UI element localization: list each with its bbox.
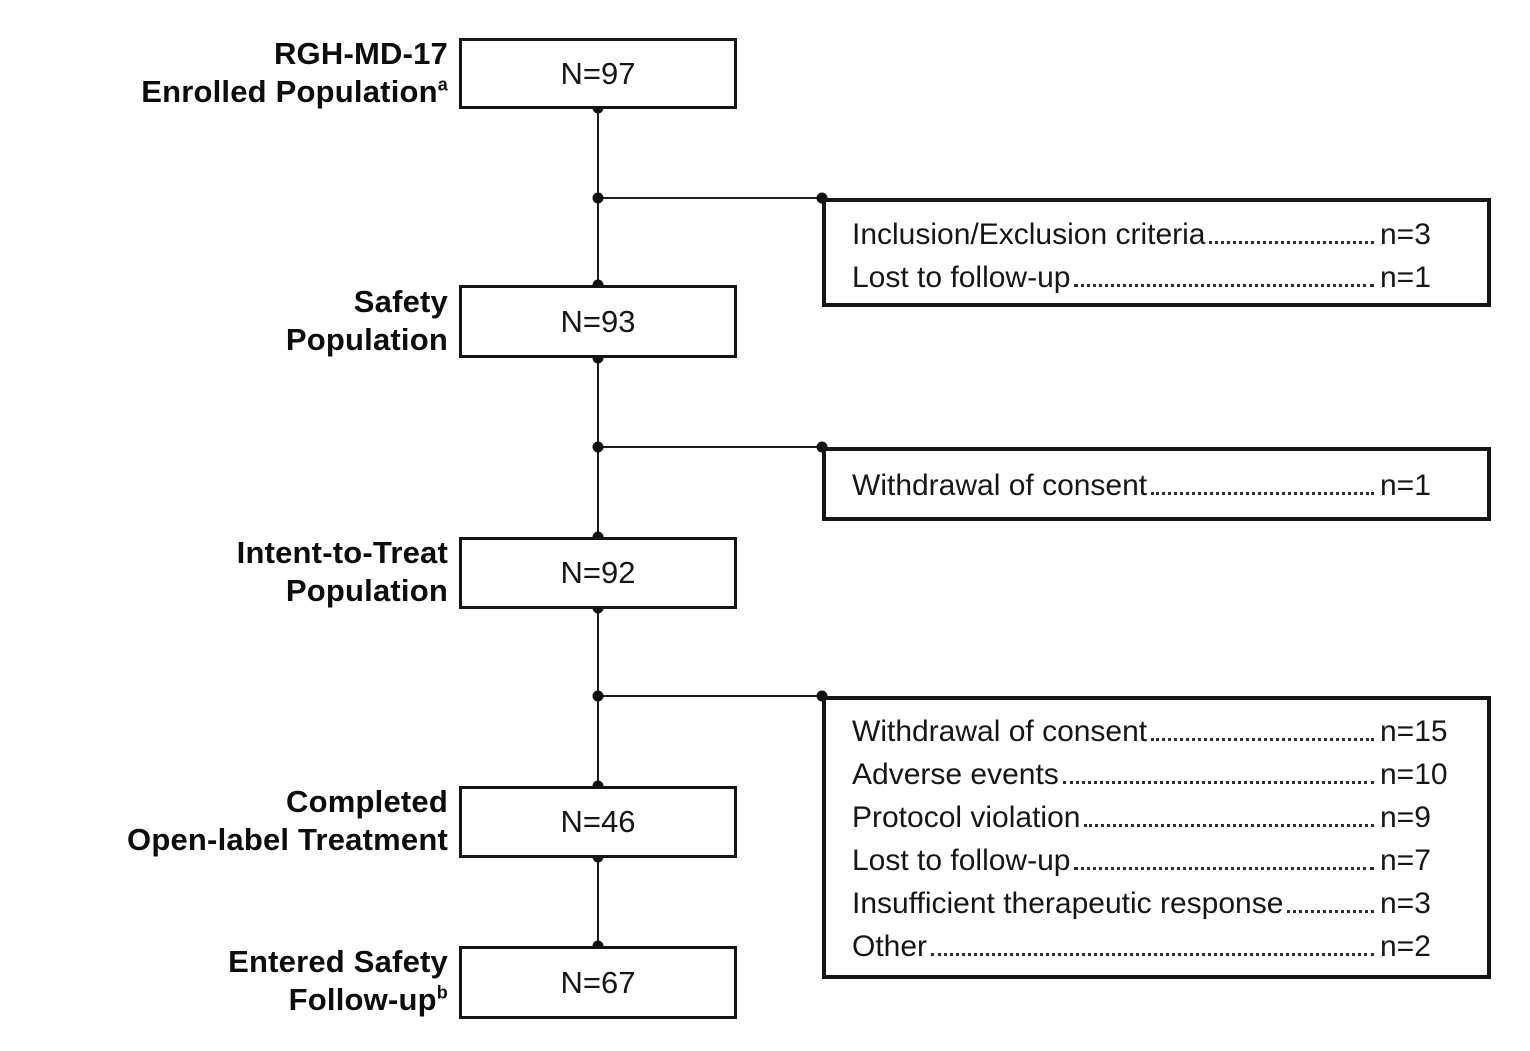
exclusion-item: Other n=2 (852, 925, 1452, 968)
node-label-line: Safety (40, 283, 448, 321)
label-text: Entered Safety (228, 944, 448, 979)
count-box-followup: N=67 (459, 946, 737, 1019)
exclusion-box-enrollment: Inclusion/Exclusion criteria n=3 Lost to… (822, 198, 1491, 307)
node-label-line: Completed (40, 783, 448, 821)
exclusion-count: n=9 (1380, 800, 1431, 834)
node-label-enrolled-population: RGH-MD-17 Enrolled Populationa (40, 35, 448, 111)
exclusion-item: Protocol violation n=9 (852, 796, 1452, 839)
connector-dot (592, 352, 604, 364)
node-label-line: Population (40, 572, 448, 610)
exclusion-item: Withdrawal of consent n=1 (852, 464, 1452, 507)
exclusion-count: n=7 (1380, 843, 1431, 877)
dotted-leader (1074, 283, 1374, 287)
exclusion-item: Lost to follow-up n=7 (852, 839, 1452, 882)
footnote-marker: a (437, 74, 448, 95)
count-value: N=92 (560, 555, 636, 590)
exclusion-count: n=1 (1380, 260, 1431, 294)
exclusion-item: Lost to follow-up n=1 (852, 256, 1452, 299)
exclusion-count: n=3 (1380, 886, 1431, 920)
dotted-leader (1151, 491, 1374, 495)
node-label-line: Open-label Treatment (40, 821, 448, 859)
exclusion-item: Adverse events n=10 (852, 753, 1452, 796)
label-text: Open-label Treatment (127, 822, 448, 857)
node-label-completed-treatment: Completed Open-label Treatment (40, 783, 448, 859)
exclusion-box-safety: Withdrawal of consent n=1 (822, 447, 1491, 521)
connector-hline (598, 446, 822, 448)
exclusion-count: n=3 (1380, 217, 1431, 251)
label-text: Safety (353, 284, 448, 319)
exclusion-count: n=15 (1380, 714, 1448, 748)
label-text: RGH-MD-17 (273, 36, 448, 71)
count-box-safety: N=93 (459, 285, 737, 358)
exclusion-count: n=1 (1380, 468, 1431, 502)
exclusion-label: Withdrawal of consent (852, 468, 1148, 502)
connector-hline (598, 695, 822, 697)
connector-dot (592, 192, 604, 204)
count-value: N=46 (560, 804, 636, 839)
label-text: Completed (286, 784, 448, 819)
connector-hline (598, 197, 822, 199)
label-text: Intent-to-Treat (236, 535, 448, 570)
footnote-marker: b (436, 982, 448, 1003)
node-label-line: RGH-MD-17 (40, 35, 448, 73)
dotted-leader (1287, 909, 1374, 913)
node-label-intent-to-treat: Intent-to-Treat Population (40, 534, 448, 610)
exclusion-box-treatment: Withdrawal of consent n=15 Adverse event… (822, 696, 1491, 979)
node-label-line: Enrolled Populationa (40, 73, 448, 111)
count-box-completed: N=46 (459, 786, 737, 858)
count-box-itt: N=92 (459, 537, 737, 609)
count-value: N=97 (560, 55, 636, 91)
exclusion-label: Inclusion/Exclusion criteria (852, 217, 1206, 251)
connector-vline (597, 857, 599, 946)
exclusion-label: Adverse events (852, 757, 1059, 791)
node-label-line: Intent-to-Treat (40, 534, 448, 572)
dotted-leader (1062, 780, 1374, 784)
node-label-line: Follow-upb (40, 981, 448, 1019)
count-box-enrolled: N=97 (459, 38, 737, 109)
exclusion-item: Withdrawal of consent n=15 (852, 710, 1452, 753)
exclusion-label: Withdrawal of consent (852, 714, 1148, 748)
label-text: Follow-up (288, 982, 437, 1017)
dotted-leader (931, 952, 1374, 956)
label-text: Enrolled Population (141, 74, 438, 109)
exclusion-item: Insufficient therapeutic response n=3 (852, 882, 1452, 925)
dotted-leader (1074, 866, 1374, 870)
label-text: Population (285, 322, 448, 357)
count-value: N=67 (560, 964, 636, 1000)
dotted-leader (1209, 240, 1374, 244)
connector-dot (592, 441, 604, 453)
exclusion-label: Lost to follow-up (852, 843, 1071, 877)
label-text: Population (285, 573, 448, 608)
exclusion-label: Protocol violation (852, 800, 1081, 834)
dotted-leader (1151, 737, 1374, 741)
dotted-leader (1084, 823, 1374, 827)
exclusion-label: Other (852, 929, 928, 963)
exclusion-count: n=10 (1380, 757, 1448, 791)
exclusion-label: Insufficient therapeutic response (852, 886, 1284, 920)
connector-dot (592, 690, 604, 702)
node-label-line: Population (40, 321, 448, 359)
exclusion-label: Lost to follow-up (852, 260, 1071, 294)
exclusion-count: n=2 (1380, 929, 1431, 963)
node-label-safety-followup: Entered Safety Follow-upb (40, 943, 448, 1019)
count-value: N=93 (560, 303, 636, 339)
node-label-safety-population: Safety Population (40, 283, 448, 359)
exclusion-item: Inclusion/Exclusion criteria n=3 (852, 213, 1452, 256)
node-label-line: Entered Safety (40, 943, 448, 981)
